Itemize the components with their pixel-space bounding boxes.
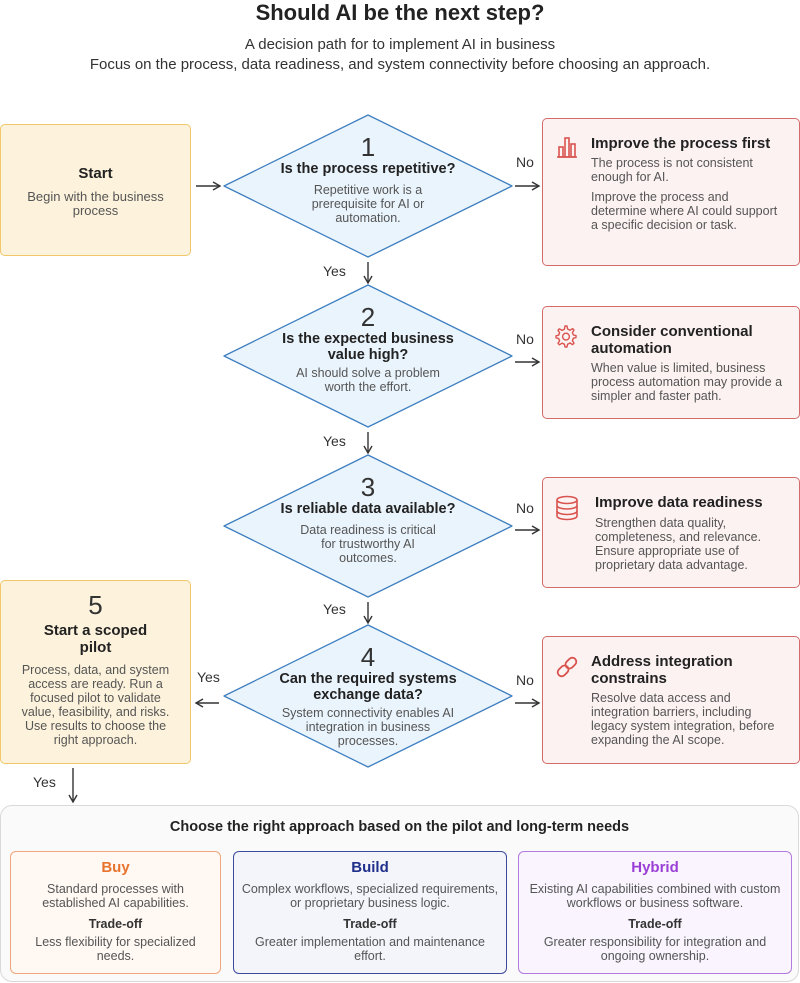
outcome-3-title: Improve data readiness xyxy=(595,494,763,511)
subtitle-line-2: Focus on the process, data readiness, an… xyxy=(89,56,711,73)
outcome-4-title: Address integration constrains xyxy=(591,653,733,687)
option-hybrid-tradeoff: Greater responsibility for integration a… xyxy=(543,935,767,963)
outcome-2-text: When value is limited, business process … xyxy=(591,361,783,403)
decision-diamond-3 xyxy=(223,454,513,598)
option-build-text: Complex workflows, specialized requireme… xyxy=(241,882,499,910)
decision-3: 3 Is reliable data available? Data readi… xyxy=(264,473,472,565)
pilot-text: Process, data, and system access are rea… xyxy=(21,663,170,747)
outcome-box-4: Address integration constrains Resolve d… xyxy=(542,636,800,764)
option-buy: Buy Standard processes with established … xyxy=(10,851,221,974)
yes-label-3: Yes xyxy=(323,601,346,617)
decision-1-number: 1 xyxy=(360,132,376,162)
subtitle-line-1: A decision path for to implement AI in b… xyxy=(244,36,556,53)
option-hybrid-tradeoff-label: Trade-off xyxy=(628,917,682,931)
page-title: Should AI be the next step? xyxy=(255,0,545,25)
start-title: Start xyxy=(78,165,113,182)
yes-label-4: Yes xyxy=(197,669,220,685)
decision-1: 1 Is the process repetitive? Repetitive … xyxy=(264,133,472,225)
option-build-tradeoff: Greater implementation and maintenance e… xyxy=(255,935,485,963)
yes-label-1: Yes xyxy=(323,263,346,279)
outcome-box-1: Improve the process first The process is… xyxy=(542,118,800,266)
outcome-4-text: Resolve data access and integration barr… xyxy=(591,691,775,747)
outcome-box-3: Improve data readiness Strengthen data q… xyxy=(542,477,800,588)
bar-chart-icon xyxy=(557,137,577,158)
decision-3-number: 3 xyxy=(360,472,376,502)
option-buy-tradeoff: Less flexibility for specialized needs. xyxy=(35,935,196,963)
gear-icon xyxy=(555,325,577,348)
decision-1-detail: Repetitive work is a prerequisite for AI… xyxy=(311,183,425,225)
no-label-4: No xyxy=(516,672,534,688)
pilot-box: 5 Start a scoped pilot Process, data, an… xyxy=(0,580,191,764)
option-build: Build Complex workflows, specialized req… xyxy=(233,851,507,974)
decision-2: 2 Is the expected business value high? A… xyxy=(274,303,462,394)
option-buy-tradeoff-label: Trade-off xyxy=(88,917,143,931)
decision-diamond-1 xyxy=(223,114,513,258)
yes-label-5: Yes xyxy=(33,774,56,790)
decision-1-question: Is the process repetitive? xyxy=(280,161,456,177)
outcome-1-title: Improve the process first xyxy=(591,135,771,152)
decision-4-detail: System connectivity enables AI integrati… xyxy=(281,706,455,748)
decision-2-number: 2 xyxy=(360,302,376,332)
option-hybrid: Hybrid Existing AI capabilities combined… xyxy=(518,851,792,974)
no-label-2: No xyxy=(516,331,534,347)
link-icon xyxy=(556,656,578,678)
decision-3-detail: Data readiness is critical for trustwort… xyxy=(300,523,436,565)
decision-3-question: Is reliable data available? xyxy=(280,501,456,517)
yes-label-2: Yes xyxy=(323,433,346,449)
start-text: Begin with the business process xyxy=(27,189,164,218)
start-box: Start Begin with the business process xyxy=(0,124,191,256)
option-buy-text: Standard processes with established AI c… xyxy=(42,882,189,910)
database-icon xyxy=(556,495,578,521)
outcome-2-title: Consider conventional automation xyxy=(591,323,753,357)
pilot-title: Start a scoped pilot xyxy=(43,622,148,656)
option-hybrid-text: Existing AI capabilities combined with c… xyxy=(529,882,781,910)
outcome-1-text-1: The process is not consistent enough for… xyxy=(591,156,753,184)
decision-4-question: Can the required systems exchange data? xyxy=(279,671,457,703)
option-build-name: Build xyxy=(351,859,389,876)
decision-2-question: Is the expected business value high? xyxy=(282,331,454,363)
outcome-3-text: Strengthen data quality, completeness, a… xyxy=(595,516,762,572)
option-build-tradeoff-label: Trade-off xyxy=(343,917,397,931)
no-label-1: No xyxy=(516,154,534,170)
decision-diamond-4 xyxy=(223,624,513,768)
pilot-number: 5 xyxy=(88,590,103,620)
no-label-3: No xyxy=(516,500,534,516)
decision-2-detail: AI should solve a problem worth the effo… xyxy=(296,366,440,394)
option-buy-name: Buy xyxy=(101,859,130,876)
outcome-1-text-2: Improve the process and determine where … xyxy=(591,190,778,232)
decision-4-number: 4 xyxy=(360,642,376,672)
approach-title: Choose the right approach based on the p… xyxy=(169,819,630,835)
outcome-box-2: Consider conventional automation When va… xyxy=(542,306,800,419)
decision-4: 4 Can the required systems exchange data… xyxy=(269,643,467,748)
option-hybrid-name: Hybrid xyxy=(631,859,679,876)
approach-panel: Choose the right approach based on the p… xyxy=(0,805,799,982)
decision-diamond-2 xyxy=(223,284,513,428)
